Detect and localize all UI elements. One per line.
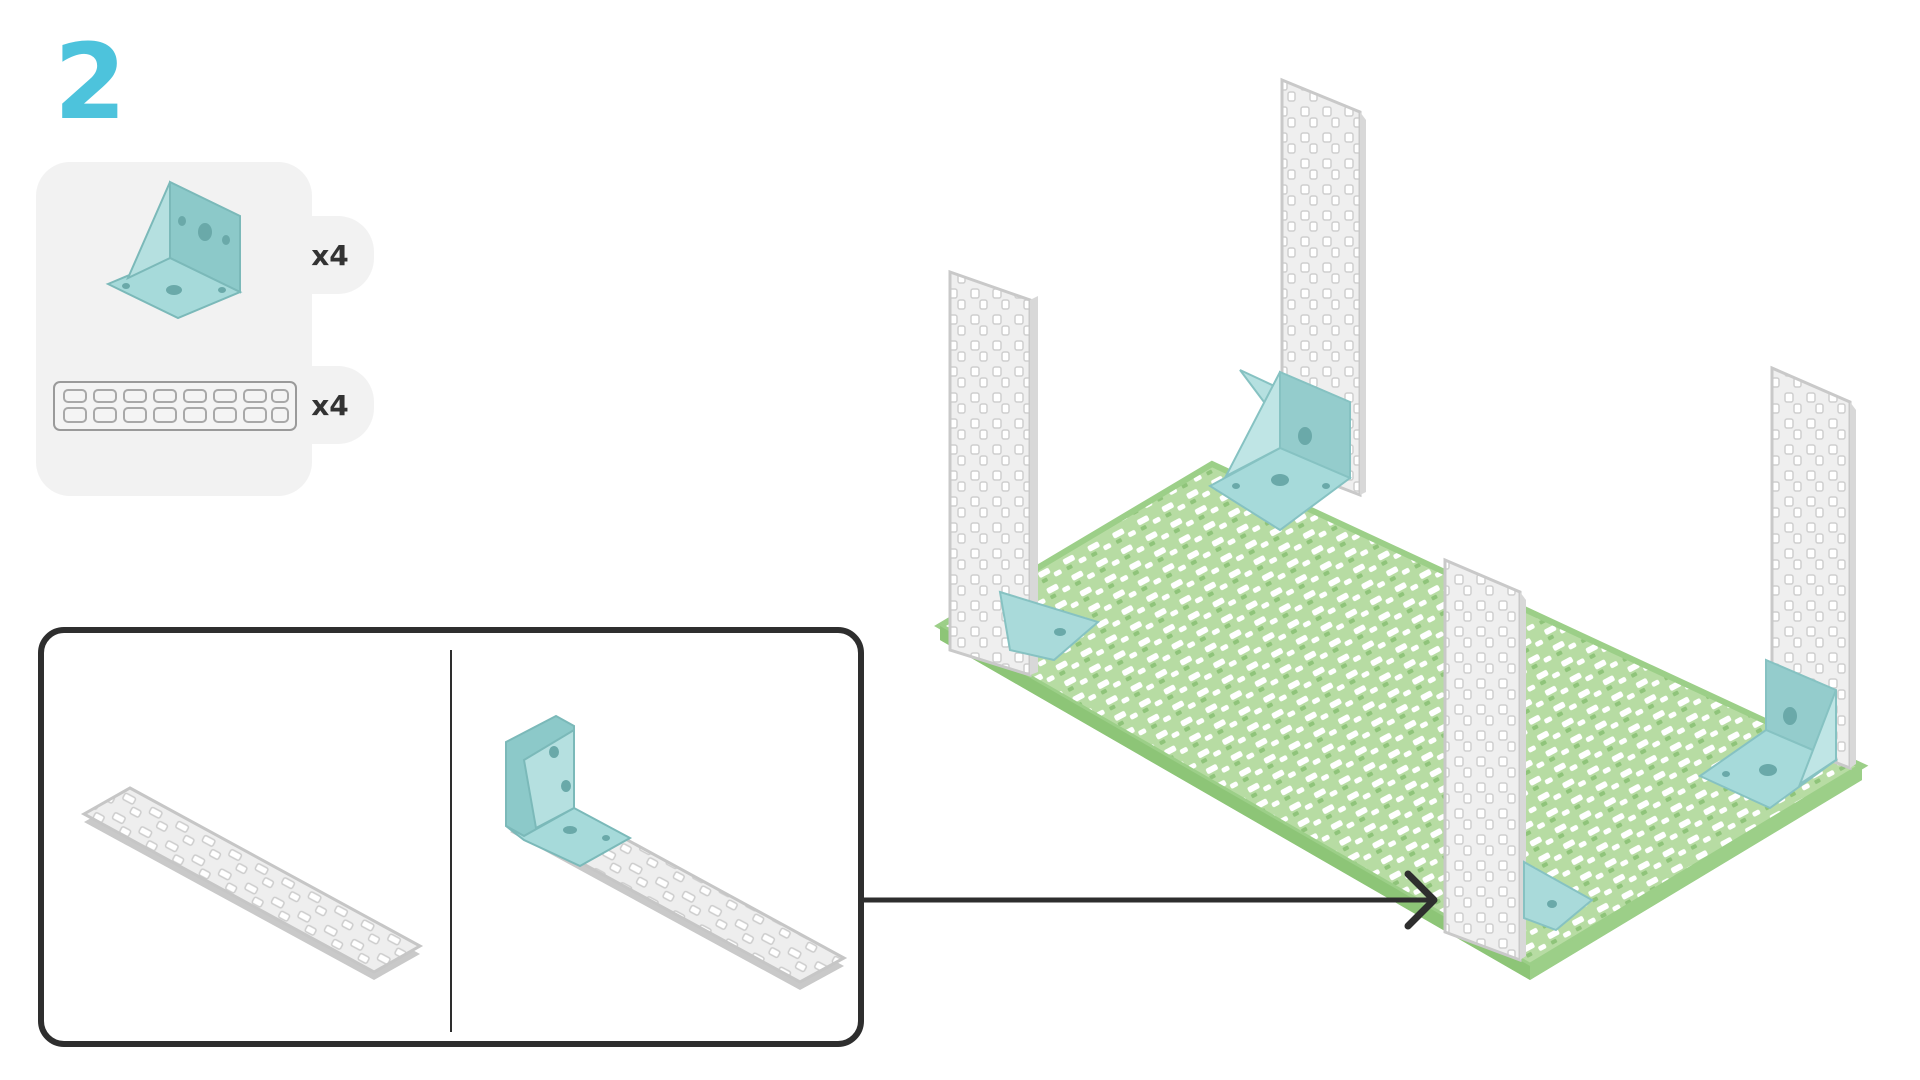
lattice-strip-icon	[53, 381, 297, 431]
base-plate	[934, 460, 1869, 980]
pointer-arrow	[861, 870, 1438, 930]
step-number: 2	[54, 21, 126, 143]
detail-divider	[450, 650, 452, 1032]
post-back-center	[1208, 77, 1366, 532]
post-back-left	[948, 269, 1101, 678]
post-front	[1443, 557, 1594, 963]
quantity-label-bracket: x4	[311, 238, 349, 272]
quantity-tab-bracket: x4	[300, 216, 374, 294]
detail-strip-with-bracket	[505, 714, 848, 990]
post-right	[1697, 365, 1856, 810]
detail-strip	[80, 786, 424, 980]
quantity-label-strip: x4	[311, 388, 349, 422]
corner-bracket-icon	[105, 180, 243, 320]
quantity-tab-strip: x4	[300, 366, 374, 444]
